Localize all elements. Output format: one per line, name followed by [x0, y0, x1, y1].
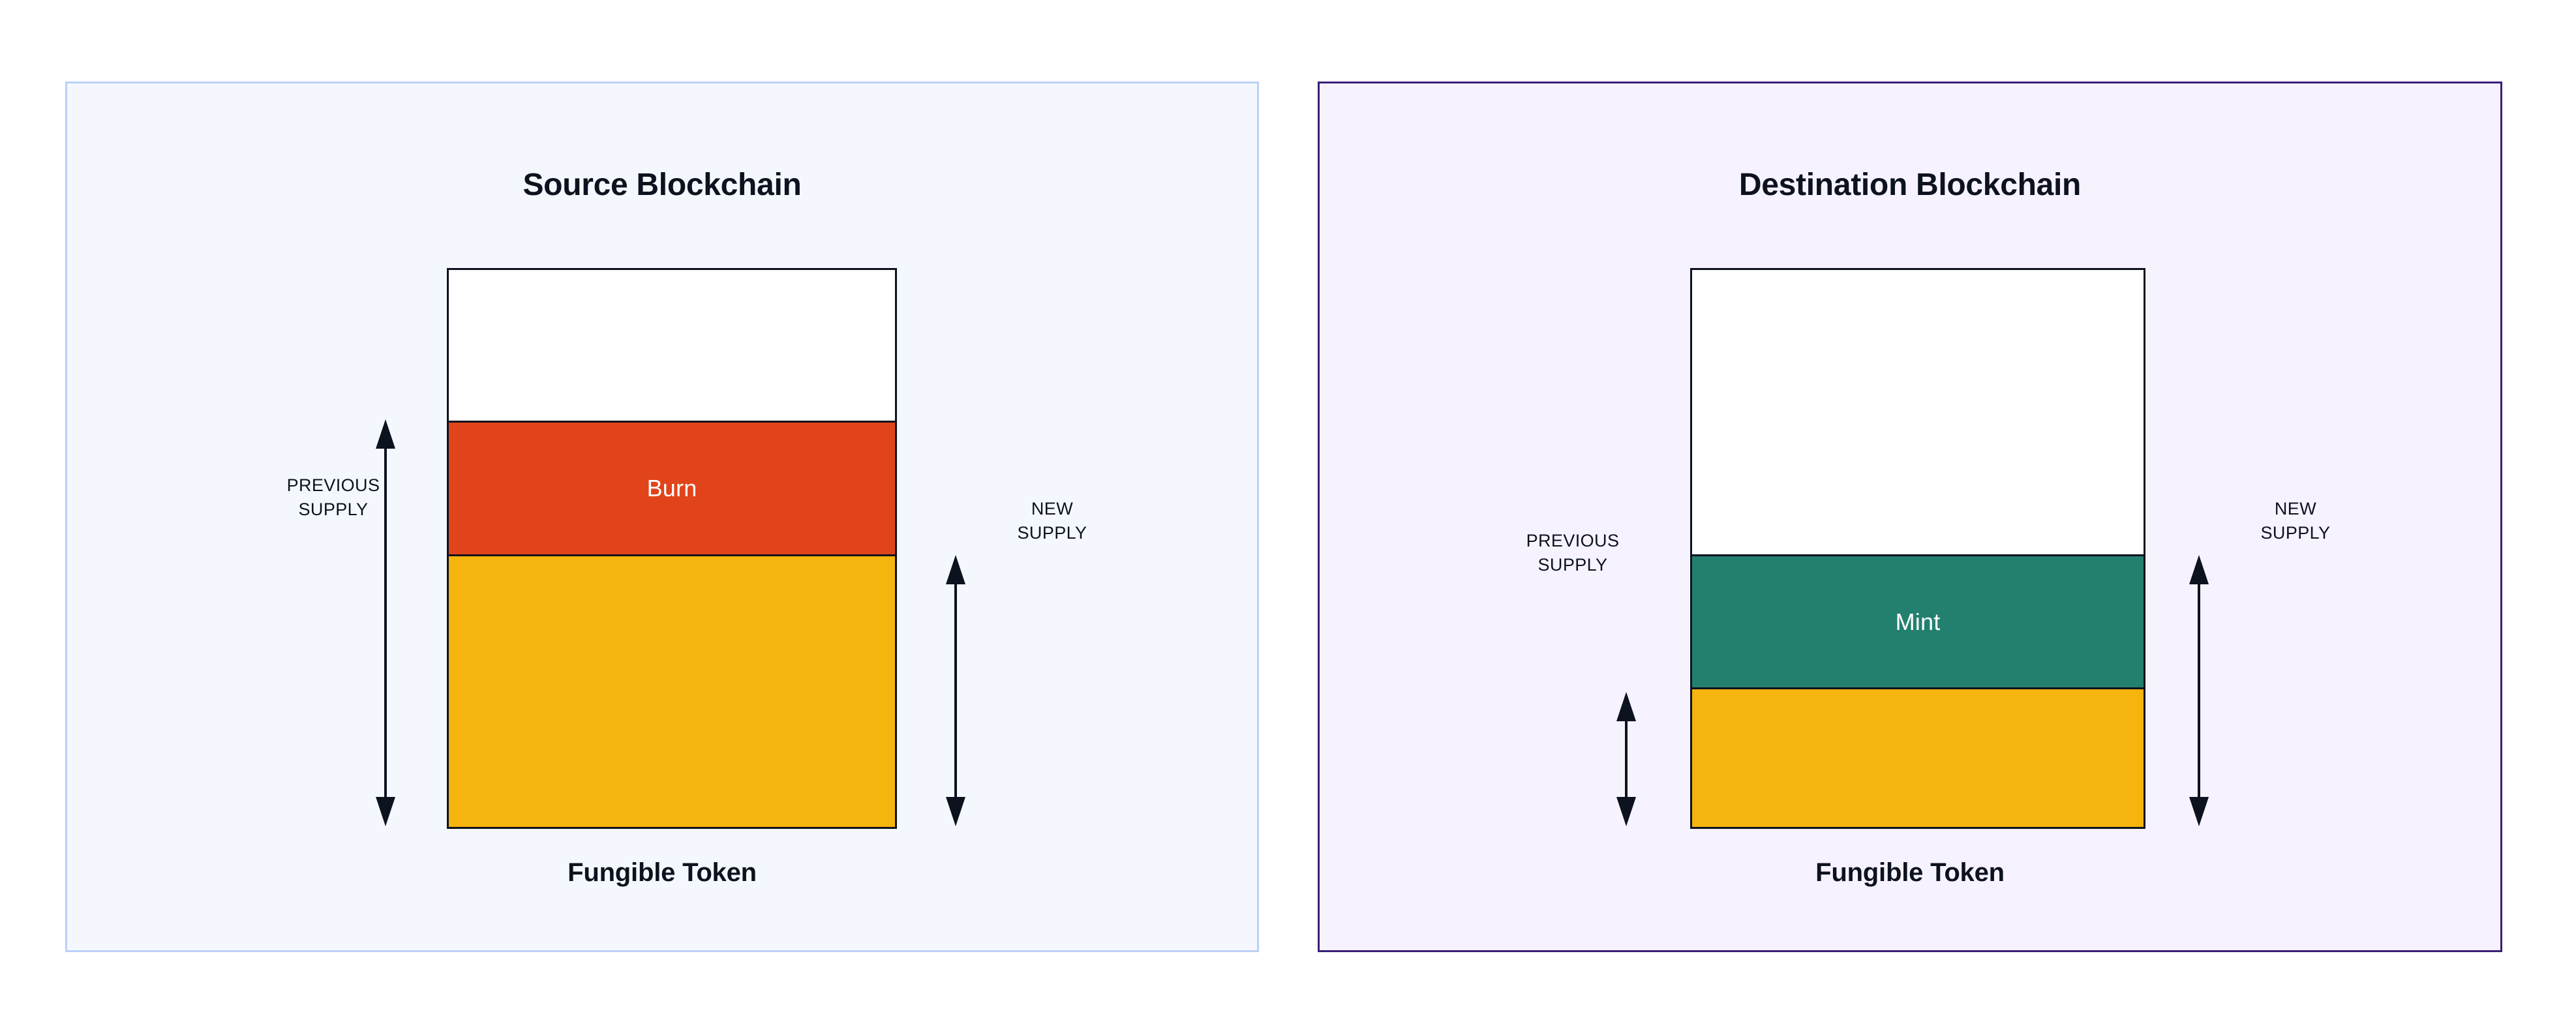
source-new-supply-arrow: [943, 268, 969, 829]
source-supply-bar: Burn: [447, 268, 897, 829]
destination-supply-bar: Mint: [1690, 268, 2145, 829]
destination-previous-supply-label: PREVIOUS SUPPLY: [1526, 531, 1620, 575]
destination-panel-title: Destination Blockchain: [1738, 168, 2082, 202]
destination-token-caption: Fungible Token: [1815, 858, 2005, 887]
source-burn-label: Burn: [646, 474, 697, 502]
destination-mint-label: Mint: [1895, 608, 1941, 635]
source-previous-supply-label: PREVIOUS SUPPLY: [286, 475, 380, 520]
destination-blockchain-panel: Destination Blockchain PREVIOUS SUPPLY M…: [1318, 82, 2502, 952]
source-blockchain-panel: Source Blockchain PREVIOUS SUPPLY Burn N…: [65, 82, 1259, 952]
destination-previous-supply-arrow: [1613, 268, 1639, 829]
source-panel-title: Source Blockchain: [523, 168, 802, 202]
source-segment-burn: Burn: [449, 420, 895, 554]
source-previous-supply-arrow: [372, 268, 399, 829]
source-new-supply-label: NEW SUPPLY: [1017, 499, 1087, 543]
destination-new-supply-label: NEW SUPPLY: [2260, 499, 2331, 543]
destination-segment-headroom: [1692, 270, 2144, 554]
source-segment-headroom: [449, 270, 895, 421]
destination-new-supply-arrow: [2186, 268, 2212, 829]
source-segment-remaining-supply: [449, 554, 895, 827]
source-token-caption: Fungible Token: [568, 858, 757, 887]
destination-segment-existing-supply: [1692, 687, 2144, 827]
destination-segment-mint: Mint: [1692, 554, 2144, 688]
